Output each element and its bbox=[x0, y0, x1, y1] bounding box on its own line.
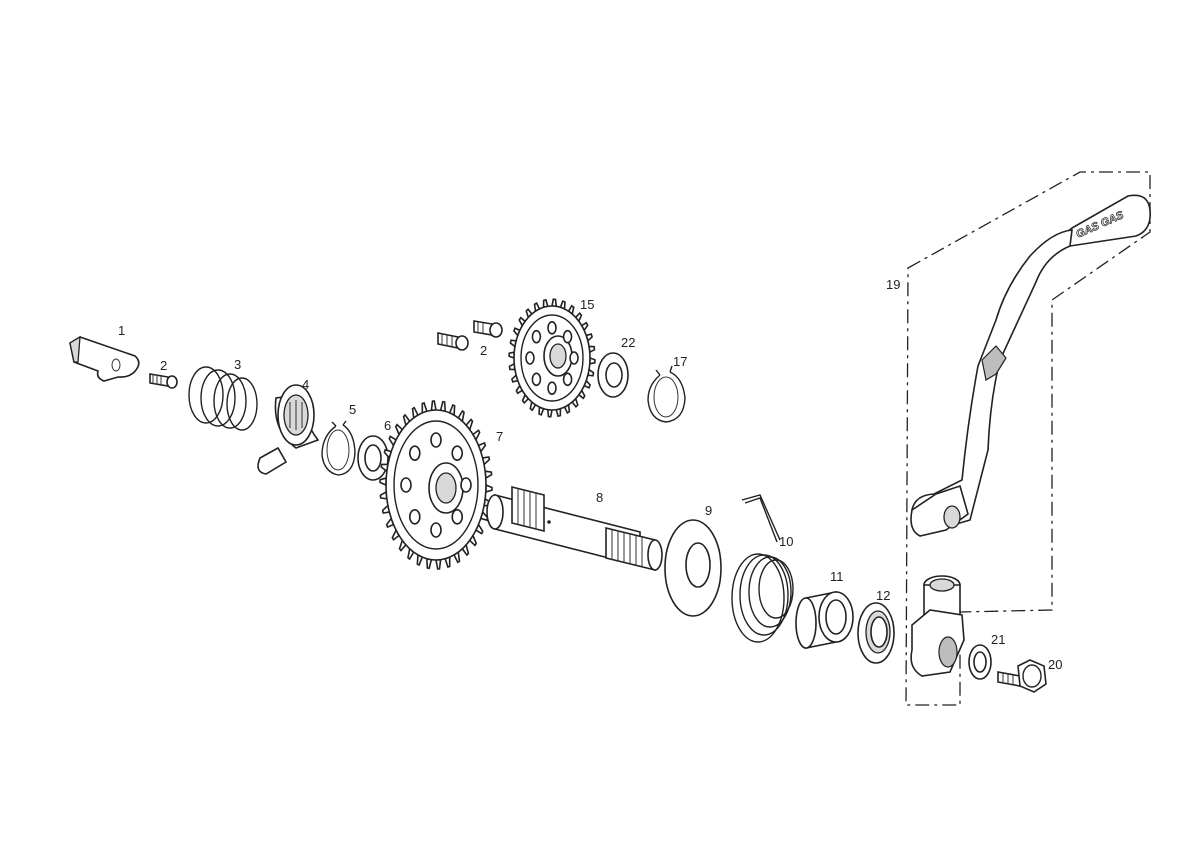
label-part-4: 4 bbox=[302, 377, 309, 392]
label-part-20: 20 bbox=[1048, 657, 1062, 672]
gear-hole bbox=[562, 372, 573, 387]
part-shaft bbox=[486, 485, 663, 572]
label-part-15: 15 bbox=[580, 297, 594, 312]
label-part-10: 10 bbox=[779, 534, 793, 549]
label-part-22: 22 bbox=[621, 335, 635, 350]
part-washer-upper bbox=[597, 352, 629, 398]
part-gear-upper bbox=[508, 298, 596, 418]
label-part-1: 1 bbox=[118, 323, 125, 338]
gear-hole bbox=[531, 372, 542, 387]
part-gear-large bbox=[379, 400, 493, 570]
gear-hole bbox=[460, 477, 472, 493]
label-part-12: 12 bbox=[876, 588, 890, 603]
gear-tooth bbox=[430, 400, 437, 412]
part-labels: 1 2 2 3 4 5 6 7 8 9 10 11 12 15 17 19 20… bbox=[118, 277, 1062, 672]
part-lever-plate bbox=[69, 335, 140, 382]
gear-hole bbox=[430, 432, 442, 448]
part-circlip-right bbox=[647, 365, 686, 423]
label-part-7: 7 bbox=[496, 429, 503, 444]
part-washer-large bbox=[664, 519, 722, 617]
part-kickstart-lever: GAS GAS bbox=[905, 171, 1152, 706]
part-circlip-left bbox=[321, 420, 356, 476]
label-part-2-left: 2 bbox=[160, 358, 167, 373]
part-seal-ring bbox=[857, 602, 895, 664]
part-screw-left bbox=[149, 373, 178, 389]
part-bushing bbox=[795, 591, 854, 649]
label-part-5: 5 bbox=[349, 402, 356, 417]
gear-hole bbox=[451, 509, 464, 525]
gear-tooth bbox=[435, 558, 442, 570]
part-washer-small bbox=[357, 435, 389, 481]
part-washer-bolt bbox=[968, 644, 992, 680]
gear-hole bbox=[408, 509, 421, 525]
part-return-spring bbox=[731, 494, 794, 643]
gear-hole bbox=[547, 381, 557, 395]
part-screw-top bbox=[437, 320, 503, 351]
label-part-6: 6 bbox=[384, 418, 391, 433]
label-part-21: 21 bbox=[991, 632, 1005, 647]
gear-hole bbox=[400, 477, 412, 493]
gear-hole bbox=[525, 351, 535, 365]
label-part-9: 9 bbox=[705, 503, 712, 518]
gear-hole bbox=[547, 321, 557, 335]
label-part-11: 11 bbox=[830, 569, 844, 584]
label-part-2-top: 2 bbox=[480, 343, 487, 358]
gear-hole bbox=[451, 445, 464, 461]
part-spring-coil bbox=[188, 366, 258, 431]
label-part-17: 17 bbox=[673, 354, 687, 369]
gear-hole bbox=[569, 351, 579, 365]
part-bolt bbox=[997, 659, 1047, 693]
part-ratchet bbox=[257, 384, 320, 475]
label-part-8: 8 bbox=[596, 490, 603, 505]
gear-hole bbox=[430, 522, 442, 538]
label-part-3: 3 bbox=[234, 357, 241, 372]
gear-hole bbox=[408, 445, 421, 461]
gear-hole bbox=[562, 329, 573, 344]
label-part-19: 19 bbox=[886, 277, 900, 292]
gear-hole bbox=[531, 329, 542, 344]
